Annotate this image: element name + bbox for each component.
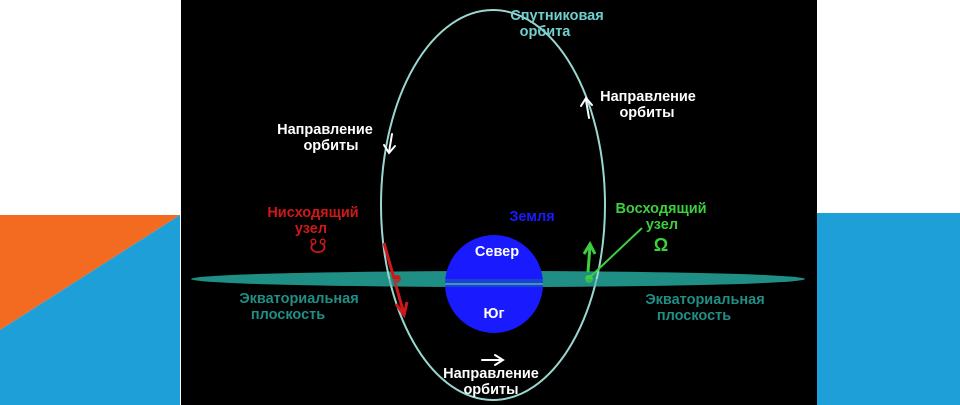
direction-arrow-bottom-icon (481, 354, 505, 366)
ascending-node-dot (585, 275, 593, 283)
ascending-arrow-icon (586, 245, 592, 273)
south-label: Юг (484, 306, 505, 322)
earth-south-hemisphere (445, 284, 543, 333)
descending-node-dot (393, 275, 401, 283)
north-label: Север (475, 244, 519, 260)
earth (445, 235, 543, 333)
ascending-node-symbol: Ω (654, 235, 668, 255)
diagram-background (181, 0, 817, 405)
satellite-orbit (380, 9, 606, 401)
earth-north-hemisphere (445, 235, 543, 284)
left-blue-accent (0, 215, 180, 405)
descending-node-marker (382, 242, 409, 319)
earth-label: Земля (509, 209, 554, 225)
direction-arrow-right-icon (580, 96, 593, 119)
equatorial-plane-front (191, 279, 805, 287)
right-blue-accent (816, 213, 960, 405)
ascending-arrowhead-icon (582, 240, 597, 255)
direction-arrow-left-icon (383, 133, 396, 155)
descending-arrowhead-icon (394, 301, 409, 319)
descending-node-symbol: ☋ (309, 236, 327, 258)
ascending-pointer-line (588, 227, 643, 279)
ascending-node-marker (582, 227, 643, 283)
